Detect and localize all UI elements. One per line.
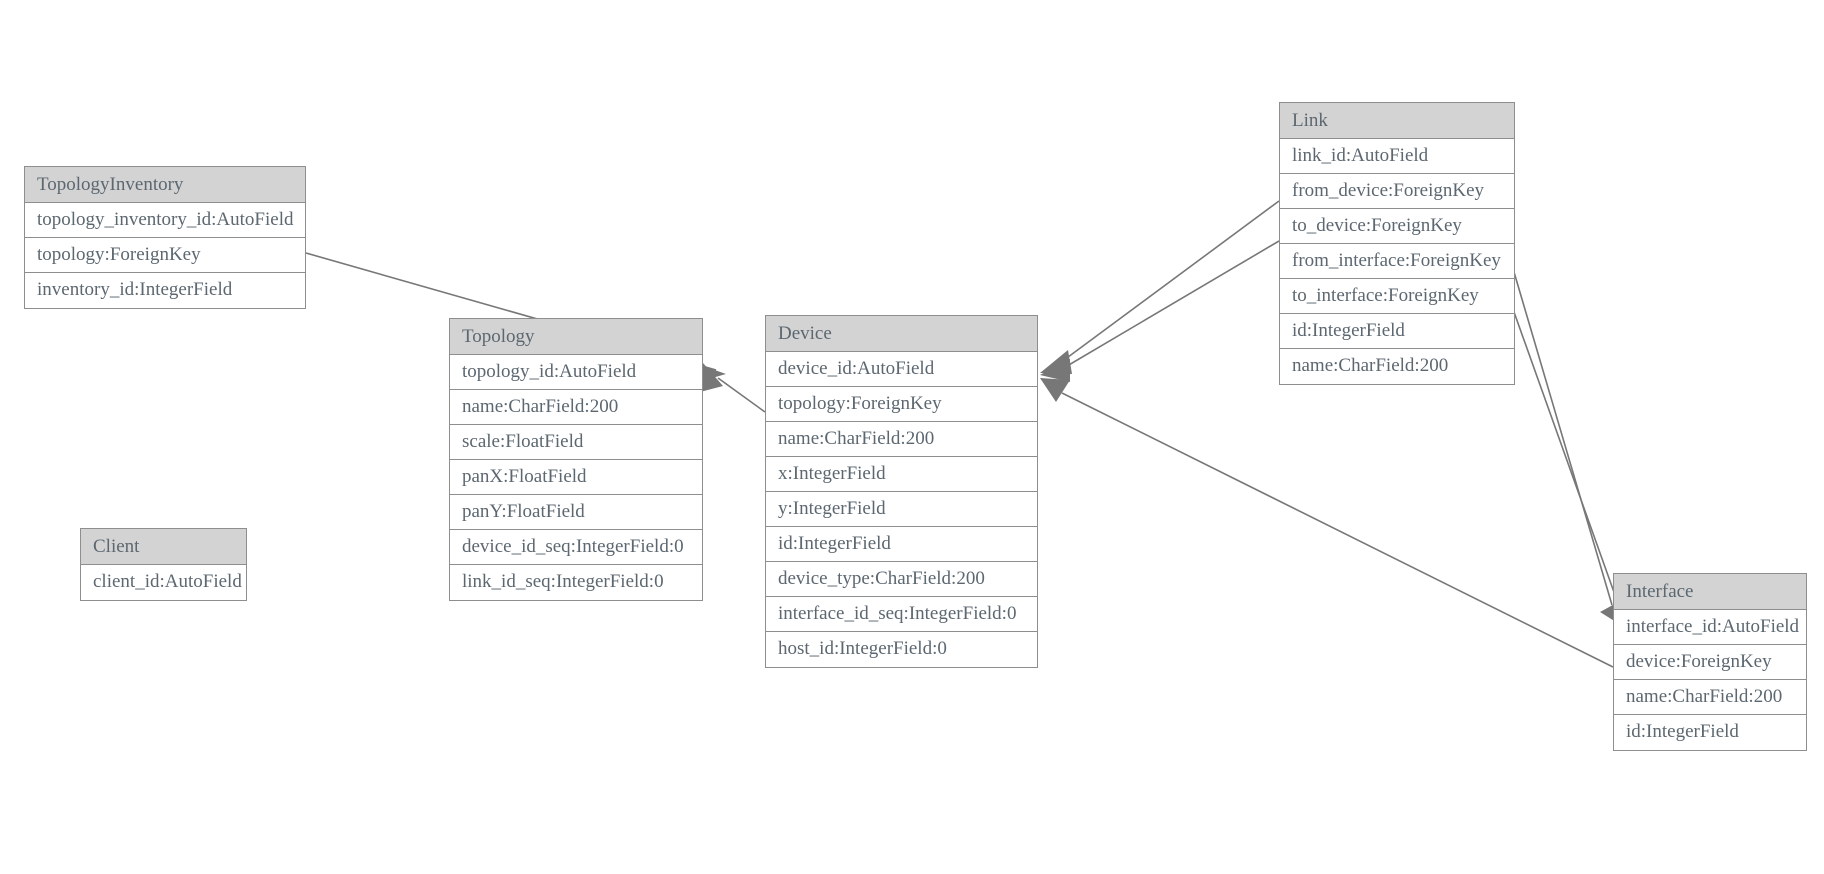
entity-field[interactable]: panY:FloatField (450, 495, 702, 530)
edge-interface-device (1040, 378, 1614, 668)
entity-field[interactable]: device:ForeignKey (1614, 645, 1806, 680)
entity-field[interactable]: to_interface:ForeignKey (1280, 279, 1514, 314)
entity-title: Device (766, 316, 1037, 352)
entity-title: Interface (1614, 574, 1806, 610)
entity-field[interactable]: name:CharField:200 (1280, 349, 1514, 384)
entity-field[interactable]: link_id:AutoField (1280, 139, 1514, 174)
entity-field[interactable]: topology_id:AutoField (450, 355, 702, 390)
entity-field[interactable]: id:IntegerField (1280, 314, 1514, 349)
entity-field[interactable]: client_id:AutoField (81, 565, 246, 600)
entity-field[interactable]: interface_id_seq:IntegerField:0 (766, 597, 1037, 632)
entity-field[interactable]: scale:FloatField (450, 425, 702, 460)
entity-title: Topology (450, 319, 702, 355)
entity-field[interactable]: from_device:ForeignKey (1280, 174, 1514, 209)
entity-field[interactable]: panX:FloatField (450, 460, 702, 495)
entity-field[interactable]: topology:ForeignKey (766, 387, 1037, 422)
entity-topology[interactable]: Topology topology_id:AutoField name:Char… (449, 318, 703, 601)
entity-field[interactable]: interface_id:AutoField (1614, 610, 1806, 645)
entity-field[interactable]: x:IntegerField (766, 457, 1037, 492)
entity-field[interactable]: device_type:CharField:200 (766, 562, 1037, 597)
entity-topologyinventory[interactable]: TopologyInventory topology_inventory_id:… (24, 166, 306, 309)
entity-field[interactable]: name:CharField:200 (450, 390, 702, 425)
entity-field[interactable]: topology_inventory_id:AutoField (25, 203, 305, 238)
entity-link[interactable]: Link link_id:AutoField from_device:Forei… (1279, 102, 1515, 385)
entity-client[interactable]: Client client_id:AutoField (80, 528, 247, 601)
entity-field[interactable]: device_id:AutoField (766, 352, 1037, 387)
entity-title: Client (81, 529, 246, 565)
entity-field[interactable]: inventory_id:IntegerField (25, 273, 305, 308)
entity-field[interactable]: device_id_seq:IntegerField:0 (450, 530, 702, 565)
entity-field[interactable]: link_id_seq:IntegerField:0 (450, 565, 702, 600)
edge-link-to-device (1040, 240, 1280, 382)
entity-field[interactable]: name:CharField:200 (766, 422, 1037, 457)
entity-title: TopologyInventory (25, 167, 305, 203)
entity-field[interactable]: id:IntegerField (766, 527, 1037, 562)
entity-field[interactable]: to_device:ForeignKey (1280, 209, 1514, 244)
entity-field[interactable]: id:IntegerField (1614, 715, 1806, 750)
entity-interface[interactable]: Interface interface_id:AutoField device:… (1613, 573, 1807, 751)
entity-device[interactable]: Device device_id:AutoField topology:Fore… (765, 315, 1038, 668)
edge-link-from-interface (1513, 271, 1613, 606)
entity-field[interactable]: name:CharField:200 (1614, 680, 1806, 715)
entity-field[interactable]: host_id:IntegerField:0 (766, 632, 1037, 667)
entity-field[interactable]: from_interface:ForeignKey (1280, 244, 1514, 279)
entity-field[interactable]: topology:ForeignKey (25, 238, 305, 273)
entity-title: Link (1280, 103, 1514, 139)
entity-field[interactable]: y:IntegerField (766, 492, 1037, 527)
edge-device-topology (700, 363, 766, 413)
edge-link-from-device (1040, 200, 1280, 374)
